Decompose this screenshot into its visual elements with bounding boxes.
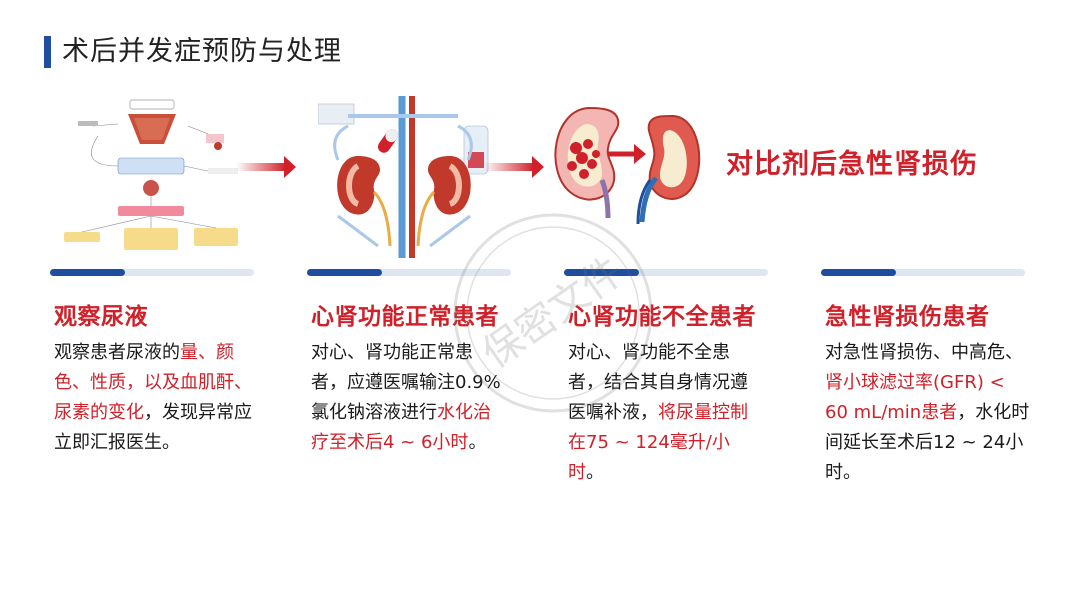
column-title: 心肾功能正常患者	[311, 304, 499, 330]
progress-fill	[307, 269, 383, 276]
right-arrow-icon	[236, 156, 296, 178]
progress-track	[307, 269, 511, 276]
column-title: 观察尿液	[54, 304, 148, 330]
progress-fill	[564, 269, 640, 276]
column-text: 对急性肾损伤、中高危、肾小球滤过率(GFR) < 60 mL/min患者，水化时…	[825, 338, 1031, 488]
pathophysiology-diagram-image	[58, 96, 244, 258]
column-text-highlight: 将尿量控制在75 ~ 124毫升/小时	[568, 402, 748, 483]
highlight-title: 对比剂后急性肾损伤	[726, 149, 978, 180]
progress-track	[821, 269, 1025, 276]
column-text-plain: 对心、肾功能不全患者，结合其自身情况遵医嘱补液，	[568, 342, 748, 423]
right-arrow-icon	[484, 156, 544, 178]
column-text: 观察患者尿液的量、颜色、性质，以及血肌酐、尿素的变化，发现异常应立即汇报医生。	[54, 338, 254, 458]
column-text: 对心、肾功能正常患者，应遵医嘱输注0.9%氯化钠溶液进行水化治疗至术后4 ~ 6…	[311, 338, 507, 458]
column-text-highlight: 量、颜色、性质，以及血肌酐、尿素的变化	[54, 342, 252, 423]
column-text-plain: 对急性肾损伤、中高危、	[825, 342, 1023, 363]
column-text-plain: 。	[586, 462, 604, 483]
column-text-plain: 对心、肾功能正常患者，应遵医嘱输注0.9%氯化钠溶液进行	[311, 342, 501, 423]
progress-fill	[821, 269, 897, 276]
kidney-comparison-illustration	[546, 96, 706, 258]
column-text-plain: 观察患者尿液的	[54, 342, 180, 363]
page-title: 术后并发症预防与处理	[62, 36, 342, 67]
column-text-highlight: 水化治疗至术后4 ~ 6小时	[311, 402, 491, 453]
progress-track	[50, 269, 254, 276]
progress-fill	[50, 269, 126, 276]
column-text: 对心、肾功能不全患者，结合其自身情况遵医嘱补液，将尿量控制在75 ~ 124毫升…	[568, 338, 764, 488]
progress-track	[564, 269, 768, 276]
title-accent-bar	[44, 36, 51, 68]
column-text-highlight: 肾小球滤过率(GFR) < 60 mL/min患者	[825, 372, 1005, 423]
column-text-plain: 。	[468, 432, 487, 453]
column-title: 心肾功能不全患者	[568, 304, 756, 330]
column-title: 急性肾损伤患者	[825, 304, 990, 330]
kidney-infusion-illustration	[317, 96, 490, 258]
column-text-plain: ，发现异常应立即汇报医生。	[54, 402, 252, 453]
column-text-plain: ，水化时间延长至术后12 ~ 24小时。	[825, 402, 1030, 483]
